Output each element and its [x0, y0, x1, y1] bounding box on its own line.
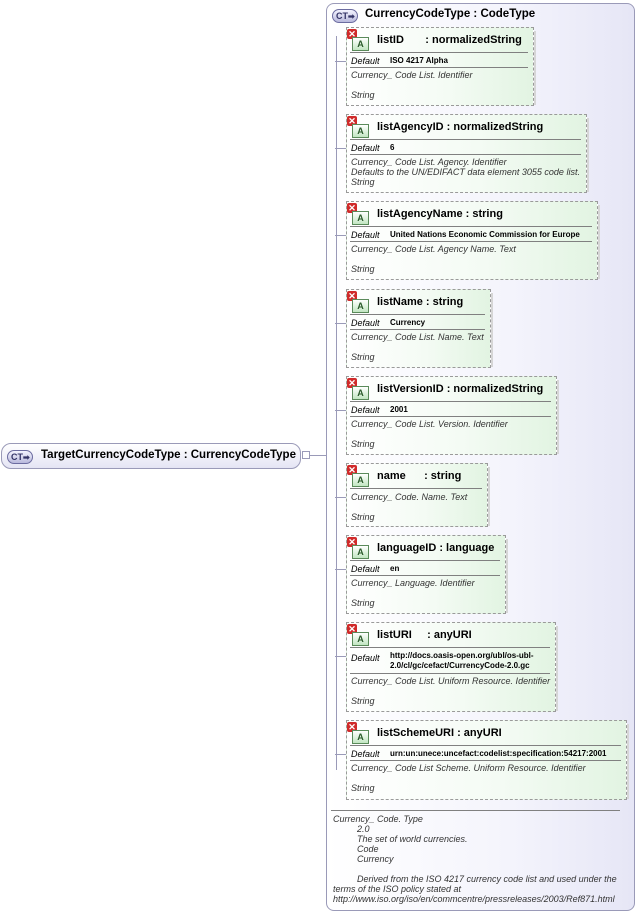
attribute-name: listName : string [377, 296, 464, 308]
default-value: Currency [390, 318, 426, 327]
divider [350, 575, 500, 576]
divider [350, 154, 581, 155]
divider [350, 329, 485, 330]
type-documentation-source: terms of the ISO policy stated at http:/… [333, 884, 615, 904]
target-currency-code-type-element[interactable]: CT➡ TargetCurrencyCodeType : CurrencyCod… [1, 443, 301, 469]
complex-type-badge-icon: CT➡ [7, 450, 33, 464]
divider [350, 67, 528, 68]
attribute-connector-line [335, 754, 346, 755]
default-value: urn:un:unece:uncefact:codelist:specifica… [390, 749, 607, 758]
divider [350, 241, 592, 242]
attribute-connector-line [335, 323, 346, 324]
attribute-badge-icon: A [352, 211, 369, 225]
attribute-name: listURI : anyURI [377, 629, 472, 641]
prohibited-x-icon: ✕ [347, 465, 357, 475]
attribute-connector-line [335, 148, 346, 149]
default-label: Default [351, 318, 380, 328]
prohibited-x-icon: ✕ [347, 29, 357, 39]
attribute-badge-icon: A [352, 386, 369, 400]
attribute-connector-line [335, 235, 346, 236]
prohibited-x-icon: ✕ [347, 624, 357, 634]
default-label: Default [351, 56, 380, 66]
attribute-documentation: Currency_ Code List. Version. Identifier… [351, 419, 508, 449]
attribute-name-field[interactable]: ✕ A name : string Currency_ Code. Name. … [335, 463, 490, 527]
attribute-language-id[interactable]: ✕ A languageID : language Default en Cur… [335, 535, 508, 614]
attribute-badge-icon: A [352, 545, 369, 559]
prohibited-x-icon: ✕ [347, 291, 357, 301]
divider [350, 760, 621, 761]
attribute-name: name : string [377, 470, 462, 482]
attribute-badge-icon: A [352, 632, 369, 646]
prohibited-x-icon: ✕ [347, 203, 357, 213]
divider [350, 416, 551, 417]
attribute-connector-line [335, 569, 346, 570]
default-value: en [390, 564, 400, 573]
attribute-documentation: Currency_ Code. Name. Text String [351, 492, 468, 522]
attribute-spine-line [336, 36, 337, 770]
attribute-documentation: Currency_ Code List. Agency Name. Text S… [351, 244, 516, 274]
attribute-list-version-id[interactable]: ✕ A listVersionID : normalizedString Def… [335, 376, 559, 455]
default-value: ISO 4217 Alpha [390, 56, 448, 65]
attribute-name: listID : normalizedString [377, 34, 522, 46]
expand-connector-icon[interactable] [302, 451, 310, 459]
attribute-connector-line [335, 497, 346, 498]
default-value: 6 [390, 143, 395, 152]
attribute-documentation: Currency_ Code List. Agency. Identifier … [351, 157, 580, 187]
attribute-list-id[interactable]: ✕ A listID : normalizedString Default IS… [335, 27, 536, 106]
default-value: 2001 [390, 405, 408, 414]
attribute-badge-icon: A [352, 124, 369, 138]
attribute-name: listAgencyName : string [377, 208, 503, 220]
attribute-name: listAgencyID : normalizedString [377, 121, 544, 133]
type-documentation-title: Currency_ Code. Type [333, 814, 423, 824]
attribute-list-agency-id[interactable]: ✕ A listAgencyID : normalizedString Defa… [335, 114, 589, 193]
default-value: http://docs.oasis-open.org/ubl/os-ubl- 2… [390, 651, 534, 670]
complex-type-title: CurrencyCodeType : CodeType [365, 8, 536, 20]
attribute-badge-icon: A [352, 299, 369, 313]
attribute-badge-icon: A [352, 473, 369, 487]
attribute-name: languageID : language [377, 542, 495, 554]
attribute-documentation: Currency_ Code List. Identifier String [351, 70, 473, 100]
divider [350, 314, 485, 315]
attribute-connector-line [335, 656, 346, 657]
default-label: Default [351, 564, 380, 574]
divider [350, 647, 550, 648]
divider [350, 560, 500, 561]
attribute-connector-line [335, 410, 346, 411]
default-label: Default [351, 749, 380, 759]
attribute-list-agency-name[interactable]: ✕ A listAgencyName : string Default Unit… [335, 201, 600, 280]
prohibited-x-icon: ✕ [347, 378, 357, 388]
attribute-documentation: Currency_ Code List. Name. Text String [351, 332, 484, 362]
default-label: Default [351, 230, 380, 240]
attribute-badge-icon: A [352, 730, 369, 744]
divider [350, 488, 482, 489]
documentation-divider [331, 810, 620, 811]
divider [350, 401, 551, 402]
divider [350, 139, 581, 140]
default-label: Default [351, 143, 380, 153]
default-label: Default [351, 405, 380, 415]
complex-type-badge-icon: CT➡ [332, 9, 358, 23]
attribute-list-name[interactable]: ✕ A listName : string Default Currency C… [335, 289, 493, 368]
root-element-title: TargetCurrencyCodeType : CurrencyCodeTyp… [41, 449, 296, 461]
divider [350, 745, 621, 746]
connector-line [310, 455, 337, 456]
attribute-name: listVersionID : normalizedString [377, 383, 544, 395]
attribute-list-scheme-uri[interactable]: ✕ A listSchemeURI : anyURI Default urn:u… [335, 720, 629, 800]
prohibited-x-icon: ✕ [347, 722, 357, 732]
divider [350, 226, 592, 227]
attribute-connector-line [335, 61, 346, 62]
attribute-name: listSchemeURI : anyURI [377, 727, 502, 739]
type-documentation-body: 2.0 The set of world currencies. Code Cu… [357, 824, 617, 884]
attribute-documentation: Currency_ Language. Identifier String [351, 578, 475, 608]
prohibited-x-icon: ✕ [347, 116, 357, 126]
attribute-documentation: Currency_ Code List Scheme. Uniform Reso… [351, 763, 586, 793]
divider [350, 52, 528, 53]
attribute-documentation: Currency_ Code List. Uniform Resource. I… [351, 676, 551, 706]
attribute-badge-icon: A [352, 37, 369, 51]
default-value: United Nations Economic Commission for E… [390, 230, 580, 239]
divider [350, 673, 550, 674]
attribute-list-uri[interactable]: ✕ A listURI : anyURI Default http://docs… [335, 622, 558, 712]
prohibited-x-icon: ✕ [347, 537, 357, 547]
default-label: Default [351, 653, 380, 663]
